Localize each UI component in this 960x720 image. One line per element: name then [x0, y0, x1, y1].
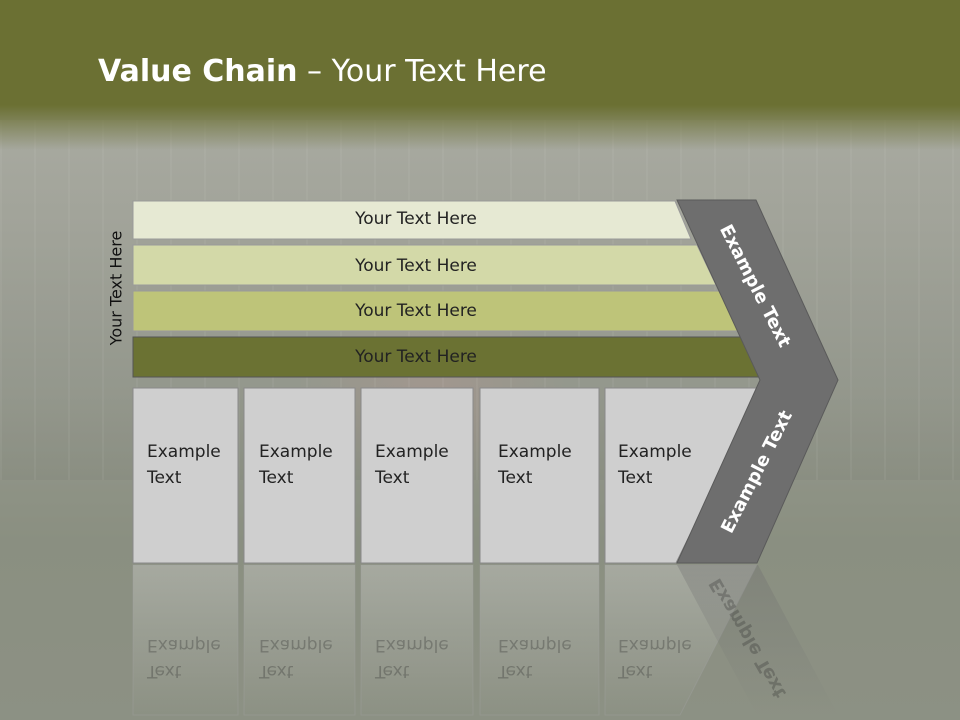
- bar-3-label: Your Text Here: [355, 301, 477, 321]
- box-line2: Text: [259, 468, 294, 488]
- box-line1: Example: [498, 442, 572, 462]
- activity-box-1: [132, 387, 239, 564]
- activity-box-3: [360, 387, 474, 564]
- bar-4-label: Your Text Here: [355, 347, 477, 367]
- chevron-reflection: [677, 565, 838, 715]
- title-rest: – Your Text Here: [297, 54, 547, 89]
- box-reflection: [243, 564, 356, 716]
- bar-1-label: Your Text Here: [355, 209, 477, 229]
- value-chevron: [676, 199, 839, 564]
- box-line2: Text: [147, 468, 182, 488]
- box-line1: Example: [375, 442, 449, 462]
- reflection-group: [132, 564, 838, 716]
- box-line1: Example: [618, 442, 692, 462]
- bar-2-label: Your Text Here: [355, 256, 477, 276]
- box-line2: Text: [375, 468, 410, 488]
- activity-box-4: [479, 387, 600, 564]
- box-line1: Example: [147, 442, 221, 462]
- box-reflection: [132, 564, 239, 716]
- activity-box-2: [243, 387, 356, 564]
- box-line2: Text: [498, 468, 533, 488]
- title-bold: Value Chain: [98, 54, 298, 89]
- box-reflection: [360, 564, 474, 716]
- bar-1: [132, 200, 692, 240]
- box-reflection: [479, 564, 600, 716]
- box-line2: Text: [618, 468, 653, 488]
- activity-box-5: [604, 387, 763, 564]
- slide-title: Value Chain – Your Text Here: [98, 54, 547, 89]
- title-bar: Value Chain – Your Text Here: [0, 0, 960, 150]
- box-line1: Example: [259, 442, 333, 462]
